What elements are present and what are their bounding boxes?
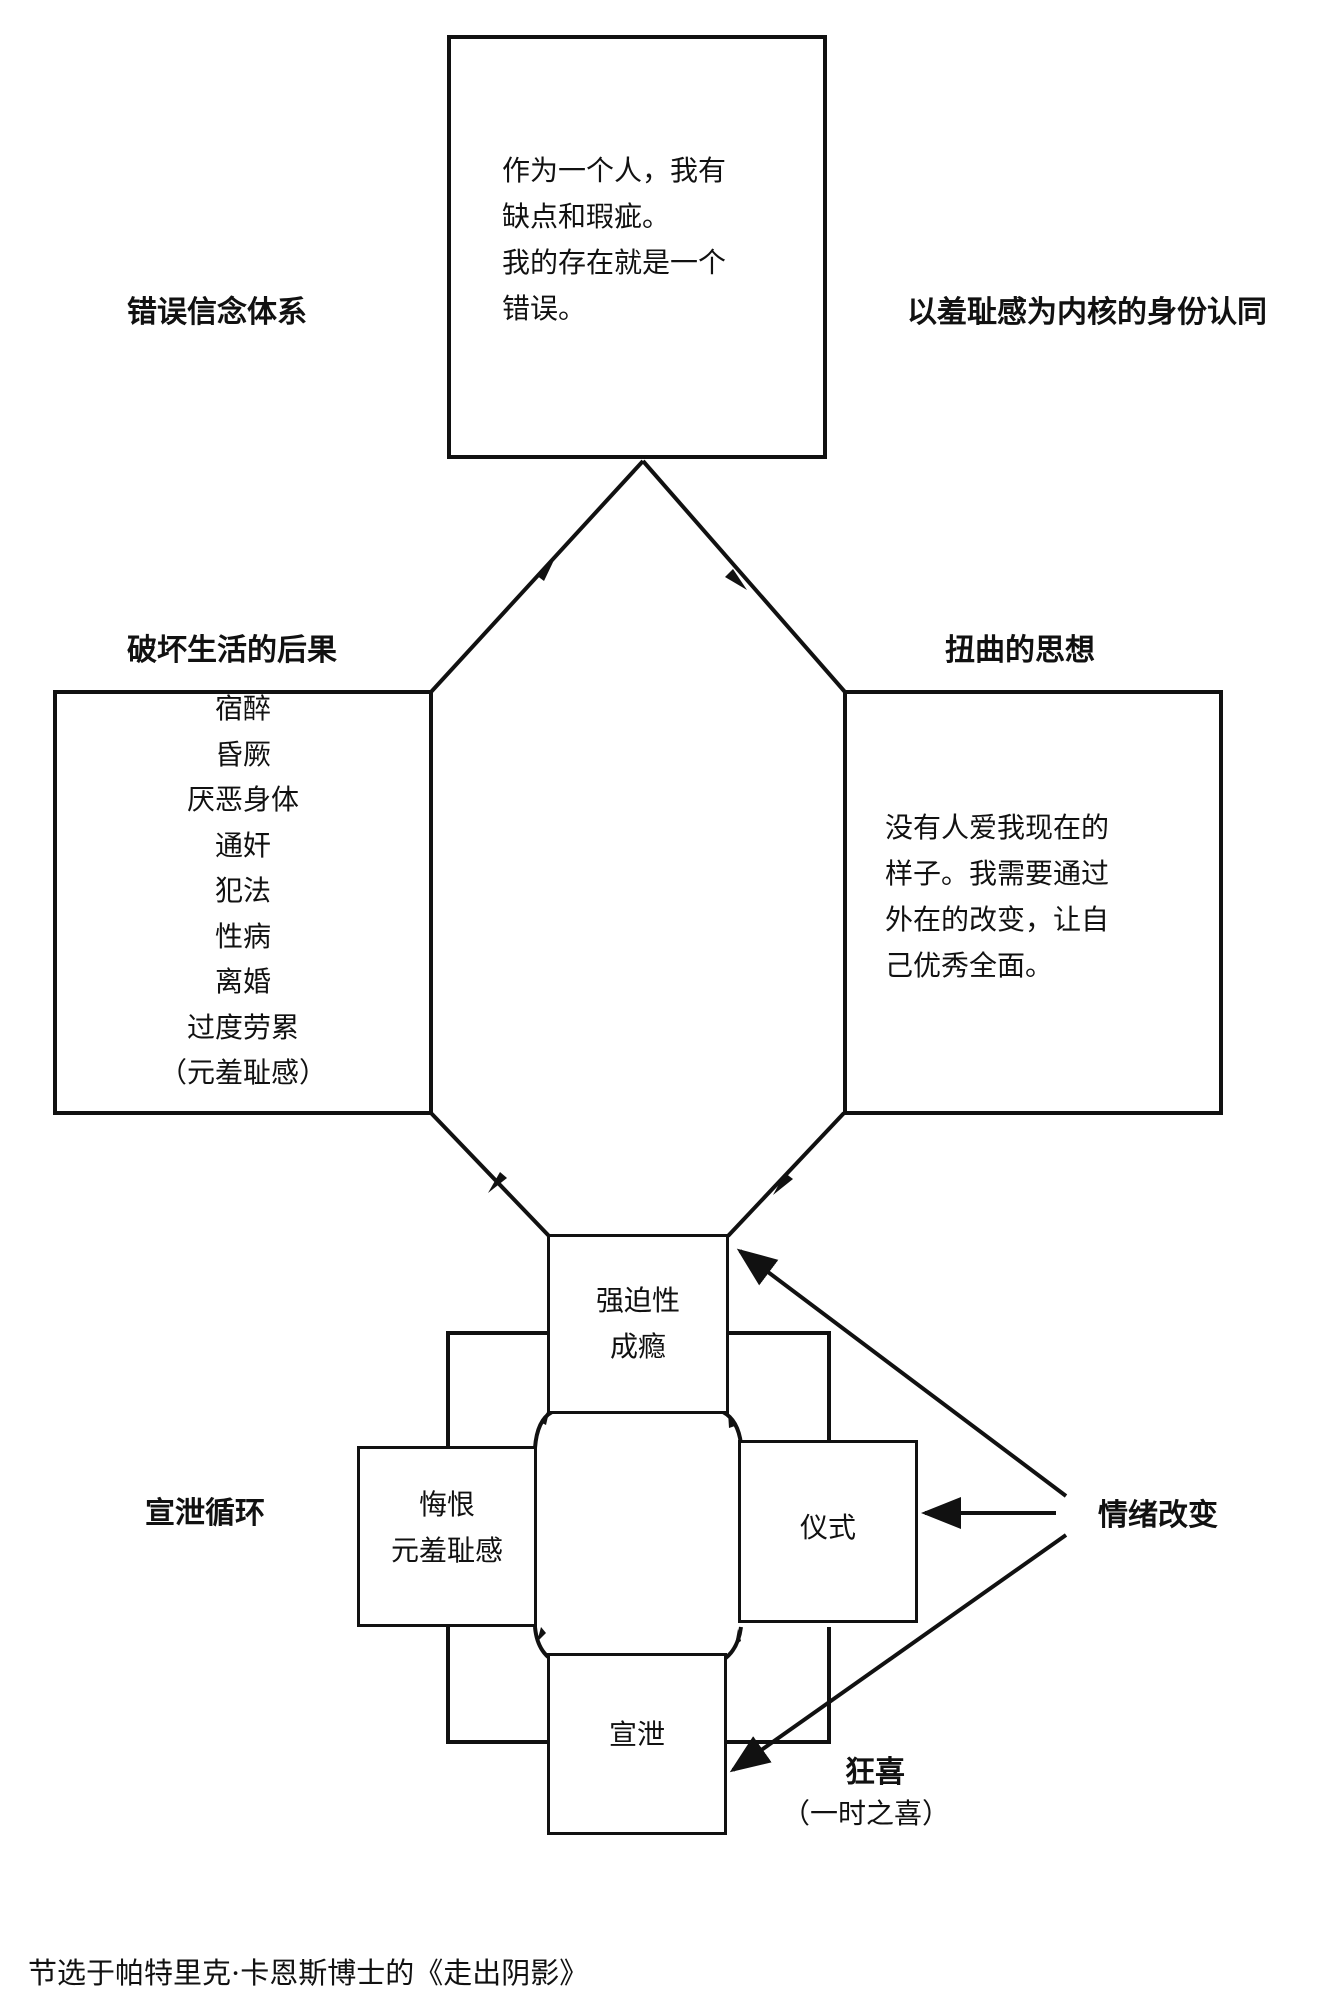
top-belief-box	[447, 35, 827, 459]
label-consequences: 破坏生活的后果	[127, 633, 337, 668]
connector-compulsion-to-consequences	[429, 1111, 551, 1238]
consequence-item: （元羞耻感）	[158, 1056, 327, 1089]
consequences-list: 宿醉 昏厥 厌恶身体 通奸 犯法 性病 离婚 过度劳累 （元羞耻感）	[53, 686, 433, 1096]
connector-top-to-distorted	[641, 459, 847, 694]
arrow-down-left-icon	[773, 1173, 793, 1195]
arrow-mood-to-acting-out	[729, 1533, 1068, 1773]
cycle-frame-top-right	[727, 1331, 831, 1444]
remorse-text: 悔恨 元羞耻感	[357, 1482, 537, 1574]
distorted-thinking-text: 没有人爱我现在的 样子。我需要通过 外在的改变，让自 己优秀全面。	[885, 805, 1109, 989]
distorted-thinking-line: 没有人爱我现在的	[885, 811, 1110, 844]
label-euphoria-note: （一时之喜）	[782, 1797, 951, 1830]
label-false-belief: 错误信念体系	[127, 295, 307, 330]
consequences-box	[53, 690, 433, 1115]
label-acting-out-cycle: 宣泄循环	[145, 1496, 265, 1531]
remorse-line: 悔恨	[418, 1488, 475, 1521]
top-belief-text: 作为一个人，我有 缺点和瑕疵。 我的存在就是一个 错误。	[502, 148, 726, 332]
consequence-item: 厌恶身体	[186, 783, 299, 816]
consequence-item: 犯法	[214, 874, 271, 907]
distorted-thinking-line: 己优秀全面。	[885, 949, 1054, 982]
compulsion-line: 强迫性	[595, 1284, 680, 1317]
consequence-item: 离婚	[214, 965, 271, 998]
connector-consequences-to-top	[429, 459, 645, 694]
label-distorted-thinking: 扭曲的思想	[945, 633, 1095, 668]
top-belief-line: 作为一个人，我有	[502, 154, 727, 187]
compulsion-text: 强迫性 成瘾	[547, 1278, 729, 1370]
label-euphoria: 狂喜	[845, 1755, 905, 1790]
arrow-up-left-icon	[536, 558, 555, 581]
source-caption: 节选于帕特里克·卡恩斯博士的《走出阴影》	[28, 1956, 589, 1990]
arrow-up-left-icon	[488, 1172, 507, 1193]
consequence-item: 过度劳累	[186, 1010, 299, 1044]
arrow-down-right-icon	[725, 569, 747, 590]
arrow-small-icon	[735, 1629, 741, 1645]
compulsion-box	[547, 1234, 729, 1414]
acting-out-text: 宣泄	[608, 1718, 665, 1751]
acting-out-box	[547, 1653, 727, 1835]
top-belief-line: 错误。	[502, 292, 587, 325]
remorse-box	[357, 1446, 537, 1627]
arrow-small-icon	[537, 1627, 546, 1642]
ritual-text: 仪式	[799, 1511, 856, 1544]
top-belief-line: 缺点和瑕疵。	[502, 200, 671, 233]
distorted-thinking-box	[843, 690, 1223, 1115]
compulsion-line: 成瘾	[609, 1330, 666, 1363]
consequence-item: 昏厥	[214, 737, 271, 771]
consequence-item: 通奸	[214, 828, 271, 862]
top-belief-line: 我的存在就是一个	[502, 246, 727, 279]
cycle-frame-bottom-left	[446, 1627, 549, 1744]
consequence-item: 性病	[214, 919, 271, 953]
remorse-line: 元羞耻感	[390, 1534, 503, 1567]
ritual-box	[738, 1440, 918, 1623]
distorted-thinking-line: 样子。我需要通过	[885, 857, 1110, 890]
label-mood-alteration: 情绪改变	[1098, 1498, 1218, 1533]
consequence-item: 宿醉	[214, 692, 271, 725]
distorted-thinking-line: 外在的改变，让自	[885, 903, 1110, 936]
label-shame-identity: 以羞耻感为内核的身份认同	[907, 295, 1267, 330]
arrow-small-icon	[728, 1412, 735, 1428]
cycle-frame-top-left	[446, 1331, 549, 1448]
arrow-mood-to-compulsion	[736, 1248, 1068, 1498]
cycle-frame-bottom-right	[727, 1627, 831, 1744]
